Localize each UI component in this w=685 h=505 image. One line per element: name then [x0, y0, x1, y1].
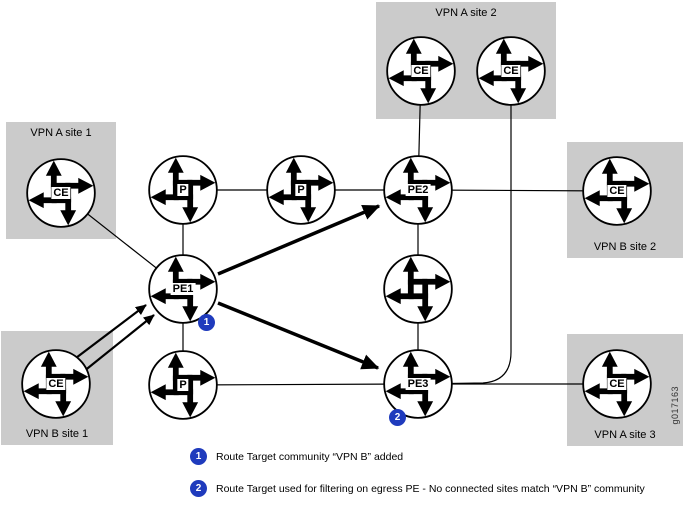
router-ce-a2-2: CE — [475, 35, 547, 107]
step-badge-2: 2 — [389, 409, 406, 426]
link-p3-pe3 — [182, 383, 419, 386]
router-label: P — [177, 184, 189, 196]
router-p3: P — [147, 349, 219, 421]
router-label: CE — [51, 187, 71, 199]
router-ce-b1: CE — [20, 348, 92, 420]
legend-badge-2: 2 — [190, 480, 207, 497]
router-label: PE3 — [405, 378, 431, 390]
router-pe1: PE1 — [147, 253, 219, 325]
link-ce-a2-2-pe3 — [417, 71, 512, 385]
step-badge-1: 1 — [198, 314, 215, 331]
router-label: CE — [46, 378, 66, 390]
router-pe2: PE2 — [382, 154, 454, 226]
router-ce-b2: CE — [581, 155, 653, 227]
legend-item-2: 2 Route Target used for filtering on egr… — [190, 480, 645, 497]
legend-text-2: Route Target used for filtering on egres… — [216, 482, 645, 495]
router-label: CE — [411, 65, 431, 77]
site-label-vpn-a-3: VPN A site 3 — [594, 429, 656, 441]
arrow-pe1-pe3 — [217, 301, 380, 370]
router-ce-a2-1: CE — [385, 35, 457, 107]
router-ce-a3: CE — [581, 348, 653, 420]
site-label-vpn-b-2: VPN B site 2 — [593, 241, 657, 253]
router-label: PE2 — [405, 184, 431, 196]
arrow-ce-b1-pe1-upper — [63, 304, 147, 368]
router-p1: P — [147, 154, 219, 226]
router-label: CE — [607, 378, 627, 390]
router-ce-a1: CE — [25, 157, 97, 229]
site-label-vpn-a-2: VPN A site 2 — [435, 7, 497, 19]
router-label: CE — [501, 65, 521, 77]
legend-item-1: 1 Route Target community “VPN B” added — [190, 448, 403, 465]
router-icon — [382, 253, 454, 325]
site-label-vpn-b-1: VPN B site 1 — [25, 428, 89, 440]
arrow-pe1-pe2 — [217, 204, 381, 276]
router-label: CE — [607, 185, 627, 197]
router-label: P — [177, 379, 189, 391]
router-pe3: PE3 — [382, 348, 454, 420]
legend-text-1: Route Target community “VPN B” added — [216, 450, 404, 463]
router-label: P — [295, 184, 307, 196]
router-label: PE1 — [170, 283, 196, 295]
site-label-vpn-a-1: VPN A site 1 — [30, 127, 92, 139]
router-p2: P — [265, 154, 337, 226]
router-core-mid — [382, 253, 454, 325]
legend-badge-1: 1 — [190, 448, 207, 465]
